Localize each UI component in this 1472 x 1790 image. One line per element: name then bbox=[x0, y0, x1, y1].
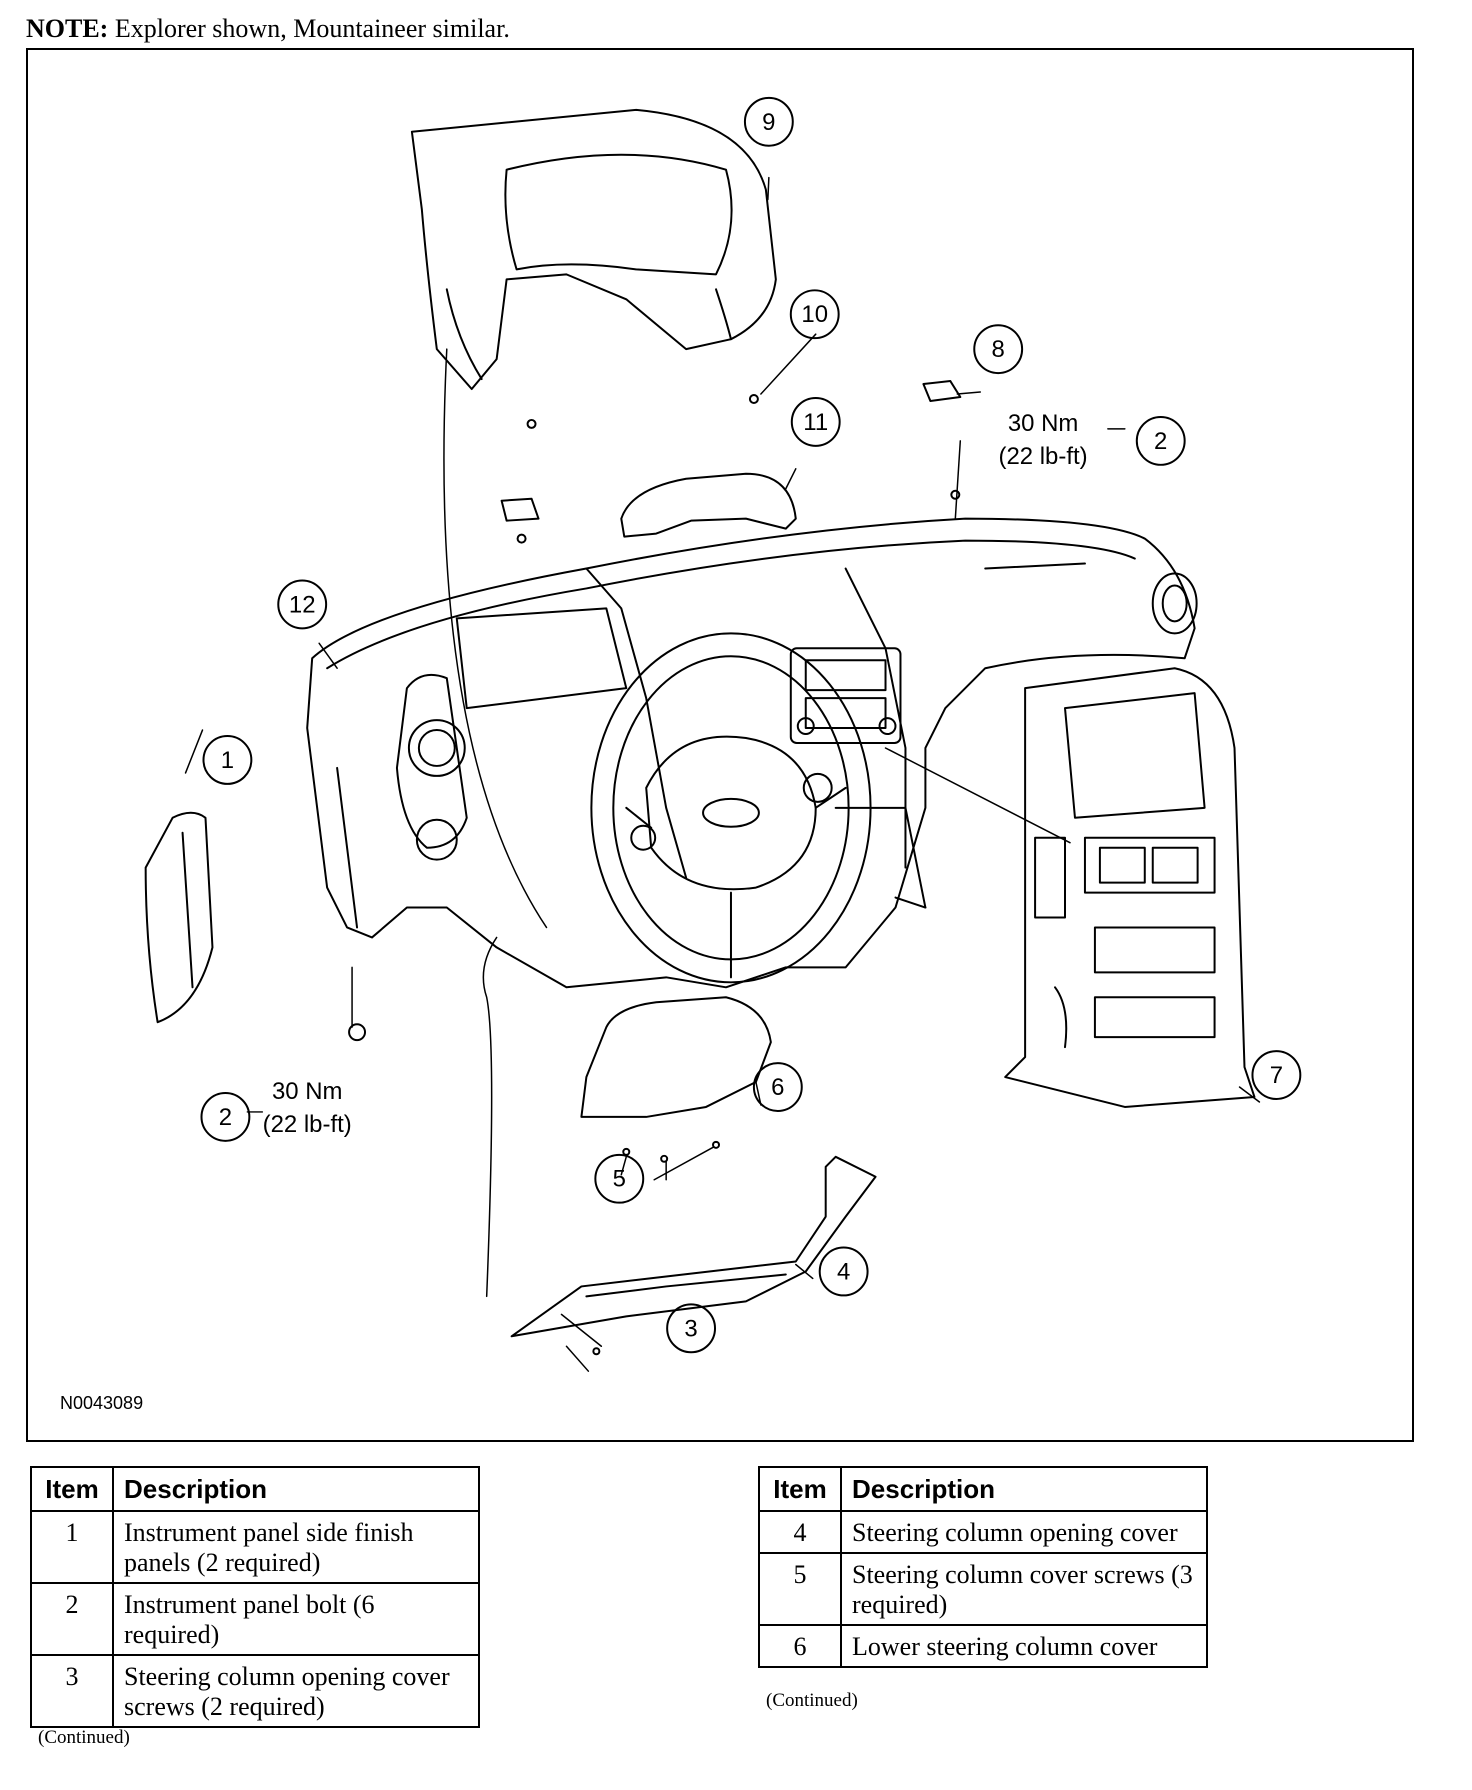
figure-code: N0043089 bbox=[60, 1393, 144, 1413]
note-text: Explorer shown, Mountaineer similar. bbox=[114, 14, 510, 43]
torque-right-nm: 30 Nm bbox=[1008, 410, 1078, 437]
callout-7: 7 bbox=[1270, 1062, 1283, 1089]
callout-2-right: 2 bbox=[1154, 428, 1167, 455]
item-number: 1 bbox=[30, 1510, 114, 1584]
header-description: Description bbox=[840, 1466, 1208, 1512]
table-row: 5 Steering column cover screws (3 requir… bbox=[758, 1552, 1208, 1626]
item-description: Lower steering column cover bbox=[840, 1624, 1208, 1668]
callout-5: 5 bbox=[613, 1166, 626, 1193]
steering-wheel-drawing bbox=[590, 632, 872, 984]
side-finish-panel-drawing bbox=[144, 811, 214, 1024]
upper-column-shroud-drawing bbox=[620, 472, 797, 538]
callout-9: 9 bbox=[762, 109, 775, 136]
callout-2-left: 2 bbox=[219, 1104, 232, 1131]
continued-left: (Continued) bbox=[38, 1727, 130, 1748]
table-row: 1 Instrument panel side finish panels (2… bbox=[30, 1510, 480, 1584]
callout-1: 1 bbox=[221, 747, 234, 774]
table-row: 4 Steering column opening cover bbox=[758, 1510, 1208, 1554]
table-row: 6 Lower steering column cover bbox=[758, 1624, 1208, 1668]
callout-circles bbox=[200, 96, 1302, 1354]
callout-6: 6 bbox=[771, 1074, 784, 1101]
item-table-left: Item Description 1 Instrument panel side… bbox=[30, 1466, 480, 1728]
torque-labels: 30 Nm (22 lb-ft) 30 Nm (22 lb-ft) bbox=[263, 410, 1088, 1138]
item-description: Instrument panel side finish panels (2 r… bbox=[112, 1510, 480, 1584]
table-row: 3 Steering column opening cover screws (… bbox=[30, 1654, 480, 1728]
instrument-panel-diagram: 1 2 2 3 4 5 6 7 8 9 10 11 12 30 Nm (22 l… bbox=[144, 96, 1302, 1372]
torque-right-lbft: (22 lb-ft) bbox=[999, 443, 1088, 470]
table-header-row: Item Description bbox=[30, 1466, 480, 1512]
item-table-right: Item Description 4 Steering column openi… bbox=[758, 1466, 1208, 1668]
item-number: 4 bbox=[758, 1510, 842, 1554]
item-description: Instrument panel bolt (6 required) bbox=[112, 1582, 480, 1656]
torque-left-lbft: (22 lb-ft) bbox=[263, 1111, 352, 1138]
torque-left-nm: 30 Nm bbox=[272, 1078, 342, 1105]
item-description: Steering column opening cover bbox=[840, 1510, 1208, 1554]
callout-4: 4 bbox=[837, 1258, 850, 1285]
exploded-view-figure: 1 2 2 3 4 5 6 7 8 9 10 11 12 30 Nm (22 l… bbox=[26, 48, 1414, 1442]
item-number: 6 bbox=[758, 1624, 842, 1668]
column-opening-cover-drawing bbox=[510, 1155, 877, 1338]
item-description: Steering column cover screws (3 required… bbox=[840, 1552, 1208, 1626]
center-finish-panel-drawing bbox=[1004, 667, 1256, 1108]
table-header-row: Item Description bbox=[758, 1466, 1208, 1512]
speaker-grille-drawing bbox=[500, 497, 540, 522]
leader-lines bbox=[184, 176, 1261, 1372]
small-cover-drawing bbox=[922, 380, 962, 402]
continued-right: (Continued) bbox=[766, 1690, 858, 1711]
instrument-panel-drawing bbox=[306, 517, 1198, 989]
header-item: Item bbox=[758, 1466, 842, 1512]
callout-12: 12 bbox=[289, 591, 316, 618]
table-row: 2 Instrument panel bolt (6 required) bbox=[30, 1582, 480, 1656]
lower-column-cover-drawing bbox=[580, 996, 772, 1118]
header-item: Item bbox=[30, 1466, 114, 1512]
column-cover-edge bbox=[585, 1273, 787, 1298]
item-number: 3 bbox=[30, 1654, 114, 1728]
callout-3: 3 bbox=[684, 1315, 697, 1342]
item-number: 2 bbox=[30, 1582, 114, 1656]
cluster-finish-panel-drawing bbox=[410, 108, 777, 391]
note-line: NOTE: Explorer shown, Mountaineer simila… bbox=[26, 14, 510, 44]
item-number: 5 bbox=[758, 1552, 842, 1626]
callout-8: 8 bbox=[992, 336, 1005, 363]
item-description: Steering column opening cover screws (2 … bbox=[112, 1654, 480, 1728]
note-label: NOTE: bbox=[26, 14, 109, 43]
fasteners bbox=[348, 394, 961, 1356]
callout-11: 11 bbox=[803, 409, 828, 436]
callout-10: 10 bbox=[801, 301, 828, 328]
callout-numbers: 1 2 2 3 4 5 6 7 8 9 10 11 12 bbox=[219, 109, 1283, 1343]
side-panel-edge bbox=[181, 831, 194, 989]
header-description: Description bbox=[112, 1466, 480, 1512]
